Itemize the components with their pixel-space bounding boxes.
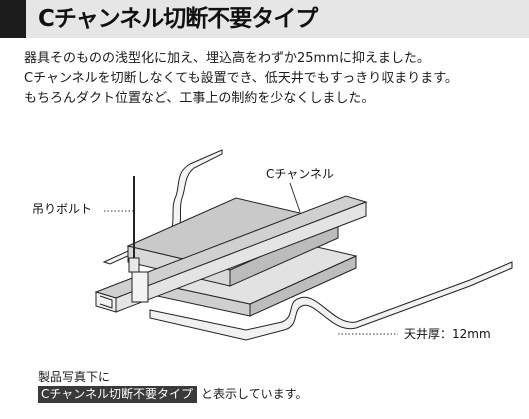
caption-line-1: 製品写真下に	[38, 370, 111, 384]
channel-leader-line	[289, 182, 301, 213]
c-channel-end	[95, 291, 117, 313]
label-ceiling-thickness: 天井厚：12mm	[404, 327, 491, 341]
bolt-nut	[128, 257, 140, 273]
intro-line-1: 器具そのものの浅型化に加え、埋込高をわずか25mmに抑えました。	[24, 51, 430, 66]
title-accent-block	[0, 0, 26, 38]
caption-suffix: と表示しています。	[201, 387, 308, 401]
caption-line-2: Cチャンネル切断不要タイプと表示しています。	[38, 386, 307, 403]
intro-paragraph: 器具そのものの浅型化に加え、埋込高をわずか25mmに抑えました。 Cチャンネルを…	[24, 49, 524, 109]
title-bar: Cチャンネル切断不要タイプ	[0, 0, 529, 38]
type-badge: Cチャンネル切断不要タイプ	[38, 386, 198, 403]
page-title: Cチャンネル切断不要タイプ	[38, 6, 318, 32]
ceiling-board-back	[102, 149, 223, 265]
label-c-channel: Cチャンネル	[266, 167, 335, 181]
intro-line-3: もちろんダクト位置など、工事上の制約を少なくしました。	[24, 91, 375, 106]
label-suspension-bolt: 吊りボルト	[32, 202, 93, 216]
ceiling-board-front	[149, 261, 513, 341]
c-channel-lip	[99, 295, 113, 309]
hanger-bracket	[131, 271, 149, 303]
intro-line-2: Cチャンネルを切断しなくても設置でき、低天井でもすっきり収まります。	[24, 71, 458, 86]
